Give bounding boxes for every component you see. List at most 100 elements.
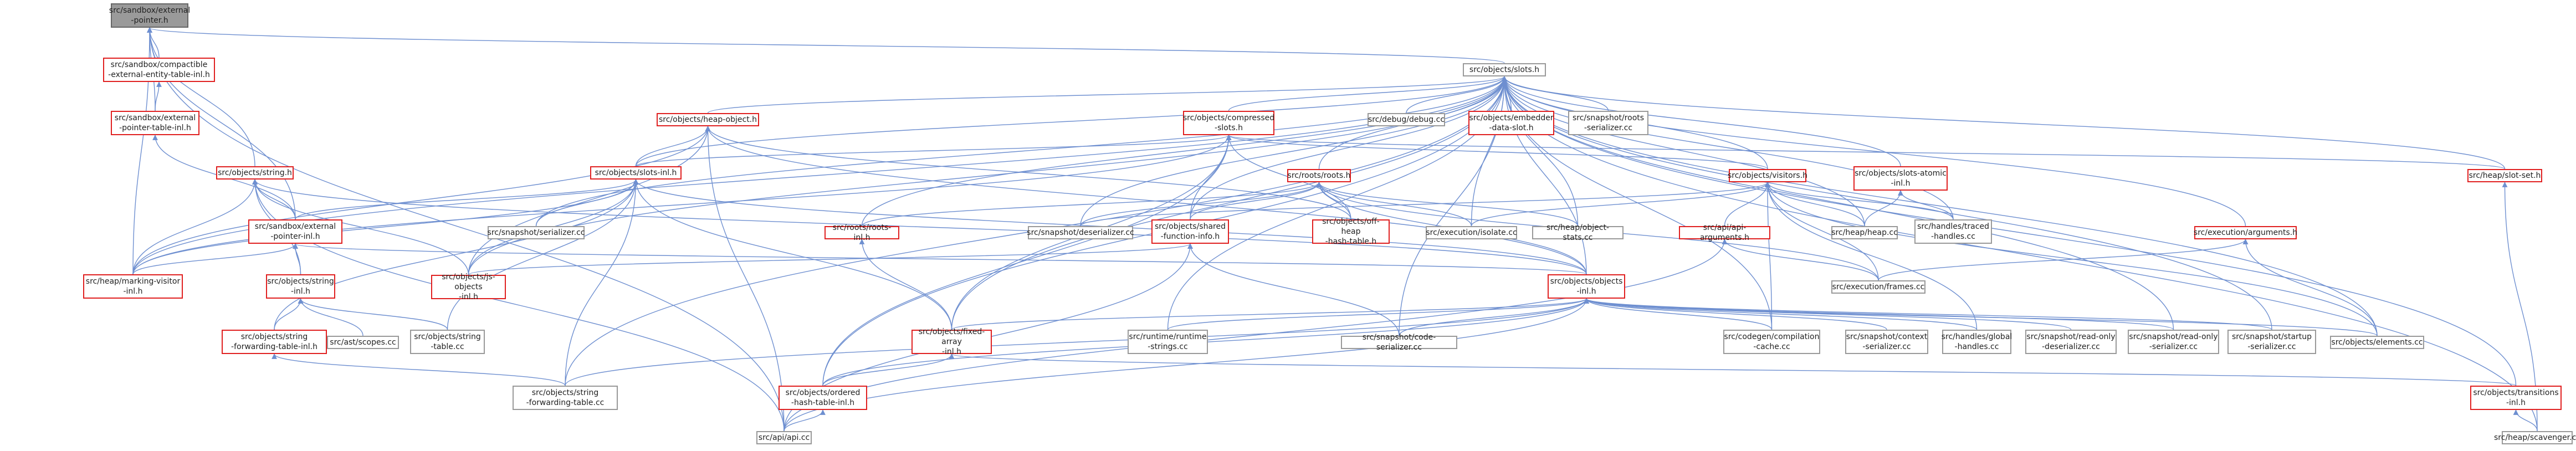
edge-n14-n37: [633, 179, 952, 330]
node-objects-elements-cc[interactable]: src/objects/elements.cc: [2330, 336, 2424, 349]
node-heap-heap-cc[interactable]: src/heap/heap.cc: [1831, 226, 1898, 239]
node-roots-roots-inl-h[interactable]: src/roots/roots-inl.h: [824, 223, 899, 242]
edge-n36-n45: [1584, 298, 2272, 330]
node-objects-heap-object-h[interactable]: src/objects/heap-object.h: [657, 113, 759, 126]
node-debug-debug-cc[interactable]: src/debug/debug.cc: [1368, 113, 1445, 126]
node-heap-slot-set-h[interactable]: src/heap/slot-set.h: [2467, 169, 2542, 182]
node-snapshot-read-only-deserializer-cc[interactable]: src/snapshot/read-only -deserializer.cc: [2025, 330, 2117, 354]
node-compactible-external-entity-table-inl[interactable]: src/sandbox/compactible -external-entity…: [103, 58, 215, 82]
edge-n3-n27: [1502, 76, 1609, 111]
edge-n34-n46: [2242, 239, 2378, 336]
edge-n28-n23: [1471, 182, 1770, 227]
node-objects-embedder-data-slot-h[interactable]: src/objects/embedder -data-slot.h: [1468, 111, 1554, 135]
edge-n3-n17: [1228, 76, 1507, 111]
node-objects-off-heap-hash-table-h[interactable]: src/objects/off-heap -hash-table.h: [1312, 217, 1390, 246]
node-objects-string-forwarding-table-cc[interactable]: src/objects/string -forwarding-table.cc: [513, 386, 618, 410]
node-ast-scopes-cc[interactable]: src/ast/scopes.cc: [327, 336, 399, 349]
edge-n3-n16: [535, 76, 1507, 227]
node-objects-transitions-inl[interactable]: src/objects/transitions -inl.h: [2470, 386, 2562, 410]
edge-n19-n22: [1316, 182, 1351, 220]
edge-n3-n21: [1190, 76, 1507, 220]
node-objects-js-objects-inl[interactable]: src/objects/js-objects -inl.h: [431, 273, 506, 301]
edge-n37-n47: [822, 353, 955, 386]
node-objects-shared-function-info-h[interactable]: src/objects/shared -function-info.h: [1151, 219, 1229, 244]
edge-n28-n35: [1765, 182, 1879, 281]
node-objects-slots-h[interactable]: src/objects/slots.h: [1463, 63, 1546, 76]
edge-n48-n49: [2513, 409, 2538, 432]
node-snapshot-context-serializer-cc[interactable]: src/snapshot/context -serializer.cc: [1845, 330, 1928, 354]
edge-n29-n32: [1898, 190, 1954, 220]
edge-n3-n24: [1502, 76, 1579, 227]
edge-n3-n13: [707, 76, 1507, 114]
edge-n17-n47: [822, 135, 1232, 386]
edge-n0-n4: [147, 27, 255, 167]
edge-n3-n48: [1502, 76, 2517, 386]
node-snapshot-code-serializer-cc[interactable]: src/snapshot/code-serializer.cc: [1341, 333, 1457, 352]
edge-n7-n10: [298, 298, 448, 330]
node-codegen-compilation-cache-cc[interactable]: src/codegen/compilation -cache.cc: [1723, 330, 1820, 354]
edge-n28-n32: [1765, 182, 1954, 220]
node-objects-compressed-slots-h[interactable]: src/objects/compressed -slots.h: [1183, 111, 1274, 135]
node-objects-string-inl[interactable]: src/objects/string -inl.h: [266, 274, 335, 299]
node-objects-string-h[interactable]: src/objects/string.h: [216, 166, 294, 180]
node-external-pointer-table-inl[interactable]: src/sandbox/external -pointer-table-inl.…: [111, 111, 199, 135]
node-objects-visitors-h[interactable]: src/objects/visitors.h: [1728, 169, 1807, 182]
node-execution-arguments-h[interactable]: src/execution/arguments.h: [2194, 226, 2297, 239]
edge-n28-n30: [1724, 182, 1770, 227]
edge-n36-n38: [1167, 298, 1589, 330]
edge-n13-n22: [705, 126, 1351, 220]
edge-n36-n43: [1584, 298, 2072, 330]
edge-n3-n34: [1502, 76, 2246, 227]
edge-n13-n15: [468, 126, 711, 275]
node-api-api-cc[interactable]: src/api/api.cc: [756, 431, 812, 444]
edge-n5-n7: [293, 243, 301, 275]
edge-n14-n8: [274, 179, 639, 330]
node-handles-global-handles-cc[interactable]: src/handles/global -handles.cc: [1942, 330, 2012, 354]
edge-n3-n25: [1406, 76, 1507, 114]
edge-n36-n41: [1584, 298, 1887, 330]
edge-n36-n11: [565, 298, 1589, 386]
node-roots-roots-h[interactable]: src/roots/roots.h: [1287, 169, 1351, 182]
node-handles-traced-handles-cc[interactable]: src/handles/traced -handles.cc: [1914, 219, 1992, 244]
node-objects-fixed-array-inl[interactable]: src/objects/fixed-array -inl.h: [911, 327, 992, 356]
node-runtime-runtime-strings-cc[interactable]: src/runtime/runtime -strings.cc: [1128, 330, 1208, 354]
edge-n19-n24: [1316, 182, 1579, 227]
node-heap-object-stats-cc[interactable]: src/heap/object-stats.cc: [1532, 223, 1624, 242]
edge-n3-n32: [1502, 76, 1954, 220]
edge-n4-n5: [252, 179, 296, 220]
edge-n3-n49: [1502, 76, 2538, 432]
edge-n18-n37: [859, 239, 952, 330]
node-objects-ordered-hash-table-inl[interactable]: src/objects/ordered -hash-table-inl.h: [779, 386, 867, 410]
node-execution-isolate-cc[interactable]: src/execution/isolate.cc: [1426, 226, 1517, 239]
edge-n36-n42: [1584, 298, 1978, 330]
node-snapshot-deserializer-cc[interactable]: src/snapshot/deserializer.cc: [1027, 226, 1134, 239]
node-snapshot-startup-serializer-cc[interactable]: src/snapshot/startup -serializer.cc: [2227, 330, 2316, 354]
edge-n7-n9: [298, 298, 363, 336]
node-objects-slots-atomic-inl[interactable]: src/objects/slots-atomic -inl.h: [1853, 166, 1948, 191]
node-heap-scavenger-cc[interactable]: src/heap/scavenger.cc: [2494, 431, 2576, 444]
edge-n30-n35: [1722, 239, 1879, 281]
node-snapshot-roots-serializer-cc[interactable]: src/snapshot/roots -serializer.cc: [1568, 111, 1648, 135]
edge-n5-n6: [132, 243, 298, 275]
node-objects-objects-inl-h[interactable]: src/objects/objects -inl.h: [1548, 274, 1625, 299]
edge-n3-n36: [1502, 76, 1587, 275]
edge-n19-n21: [1190, 182, 1322, 220]
edge-n13-n36: [705, 126, 1587, 275]
node-heap-marking-visitor-inl[interactable]: src/heap/marking-visitor -inl.h: [83, 274, 183, 299]
node-sandbox-external-pointer-inl[interactable]: src/sandbox/external -pointer-inl.h: [248, 219, 342, 244]
node-snapshot-read-only-serializer-cc[interactable]: src/snapshot/read-only -serializer.cc: [2128, 330, 2219, 354]
edge-n36-n40: [1584, 298, 1773, 330]
edge-n17-n6: [132, 135, 1232, 275]
node-sandbox-external-pointer-h[interactable]: src/sandbox/external -pointer.h: [109, 3, 190, 28]
node-snapshot-serializer-cc[interactable]: src/snapshot/serializer.cc: [488, 226, 585, 239]
node-string-forwarding-table-inl[interactable]: src/objects/string -forwarding-table-inl…: [222, 330, 327, 354]
edge-n14-n11: [565, 179, 639, 386]
node-execution-frames-cc[interactable]: src/execution/frames.cc: [1831, 280, 1925, 294]
edge-n34-n35: [1878, 239, 2249, 281]
edge-n3-n14: [635, 76, 1507, 167]
node-objects-slots-inl-h[interactable]: src/objects/slots-inl.h: [590, 166, 682, 180]
node-objects-string-table-cc[interactable]: src/objects/string -table.cc: [410, 330, 485, 354]
node-api-api-arguments-h[interactable]: src/api/api-arguments.h: [1679, 223, 1770, 242]
